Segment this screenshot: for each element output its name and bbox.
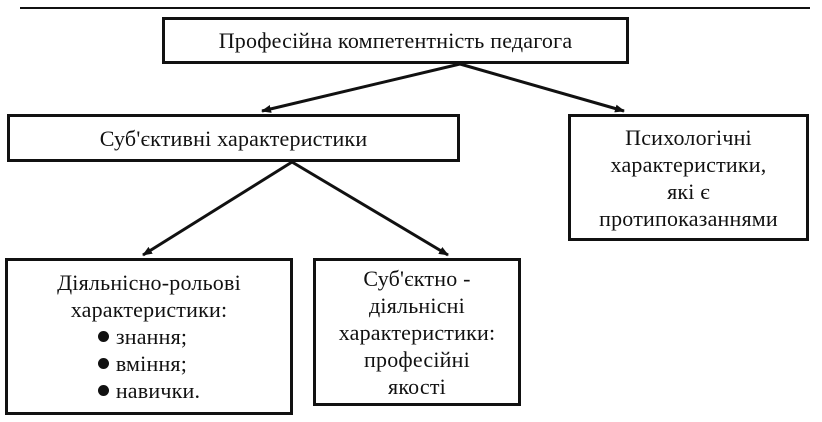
arrow-root-to-psychological bbox=[459, 62, 625, 113]
arrow-subjective-to-activity-role bbox=[142, 160, 293, 257]
node-line: характеристики, bbox=[610, 151, 767, 177]
bullet-dot-icon bbox=[97, 385, 109, 396]
node-subjective-characteristics: Суб'єктивні характеристики bbox=[7, 114, 460, 162]
bullet-item: навички. bbox=[97, 377, 201, 404]
arrow-root-to-subjective bbox=[261, 62, 461, 113]
bullet-item: знання; bbox=[97, 323, 200, 350]
bullet-list: знання; вміння; навички. bbox=[97, 323, 201, 404]
node-psychological-characteristics: Психологічні характеристики, які є проти… bbox=[568, 114, 809, 241]
node-line: які є bbox=[667, 178, 710, 204]
node-line: характеристики: bbox=[70, 297, 228, 322]
node-line: Суб'єктивні характеристики bbox=[99, 125, 368, 151]
node-line: характеристики: bbox=[338, 319, 496, 345]
top-rule bbox=[20, 7, 810, 9]
node-line: Суб'єктно - bbox=[363, 265, 471, 291]
node-activity-role-characteristics: Діяльнісно-рольові характеристики: знанн… bbox=[5, 258, 293, 415]
bullet-item: вміння; bbox=[97, 350, 200, 377]
node-line: Професійна компетентність педагога bbox=[218, 28, 573, 53]
bullet-dot-icon bbox=[97, 331, 109, 342]
node-line: діяльнісні bbox=[369, 292, 465, 318]
arrow-subjective-to-subject-activity bbox=[291, 160, 449, 257]
node-professional-competence: Професійна компетентність педагога bbox=[162, 17, 629, 64]
bullet-dot-icon bbox=[97, 358, 109, 369]
node-subject-activity-characteristics: Суб'єктно - діяльнісні характеристики: п… bbox=[313, 258, 521, 406]
bullet-text: знання; bbox=[115, 324, 188, 349]
node-line: Психологічні bbox=[625, 124, 752, 150]
bullet-text: навички. bbox=[115, 378, 201, 403]
node-line: професійні bbox=[364, 346, 470, 372]
node-line: протипоказаннями bbox=[599, 205, 778, 231]
bullet-text: вміння; bbox=[115, 351, 188, 376]
node-line: якості bbox=[388, 373, 446, 399]
node-line: Діяльнісно-рольові bbox=[57, 270, 241, 295]
